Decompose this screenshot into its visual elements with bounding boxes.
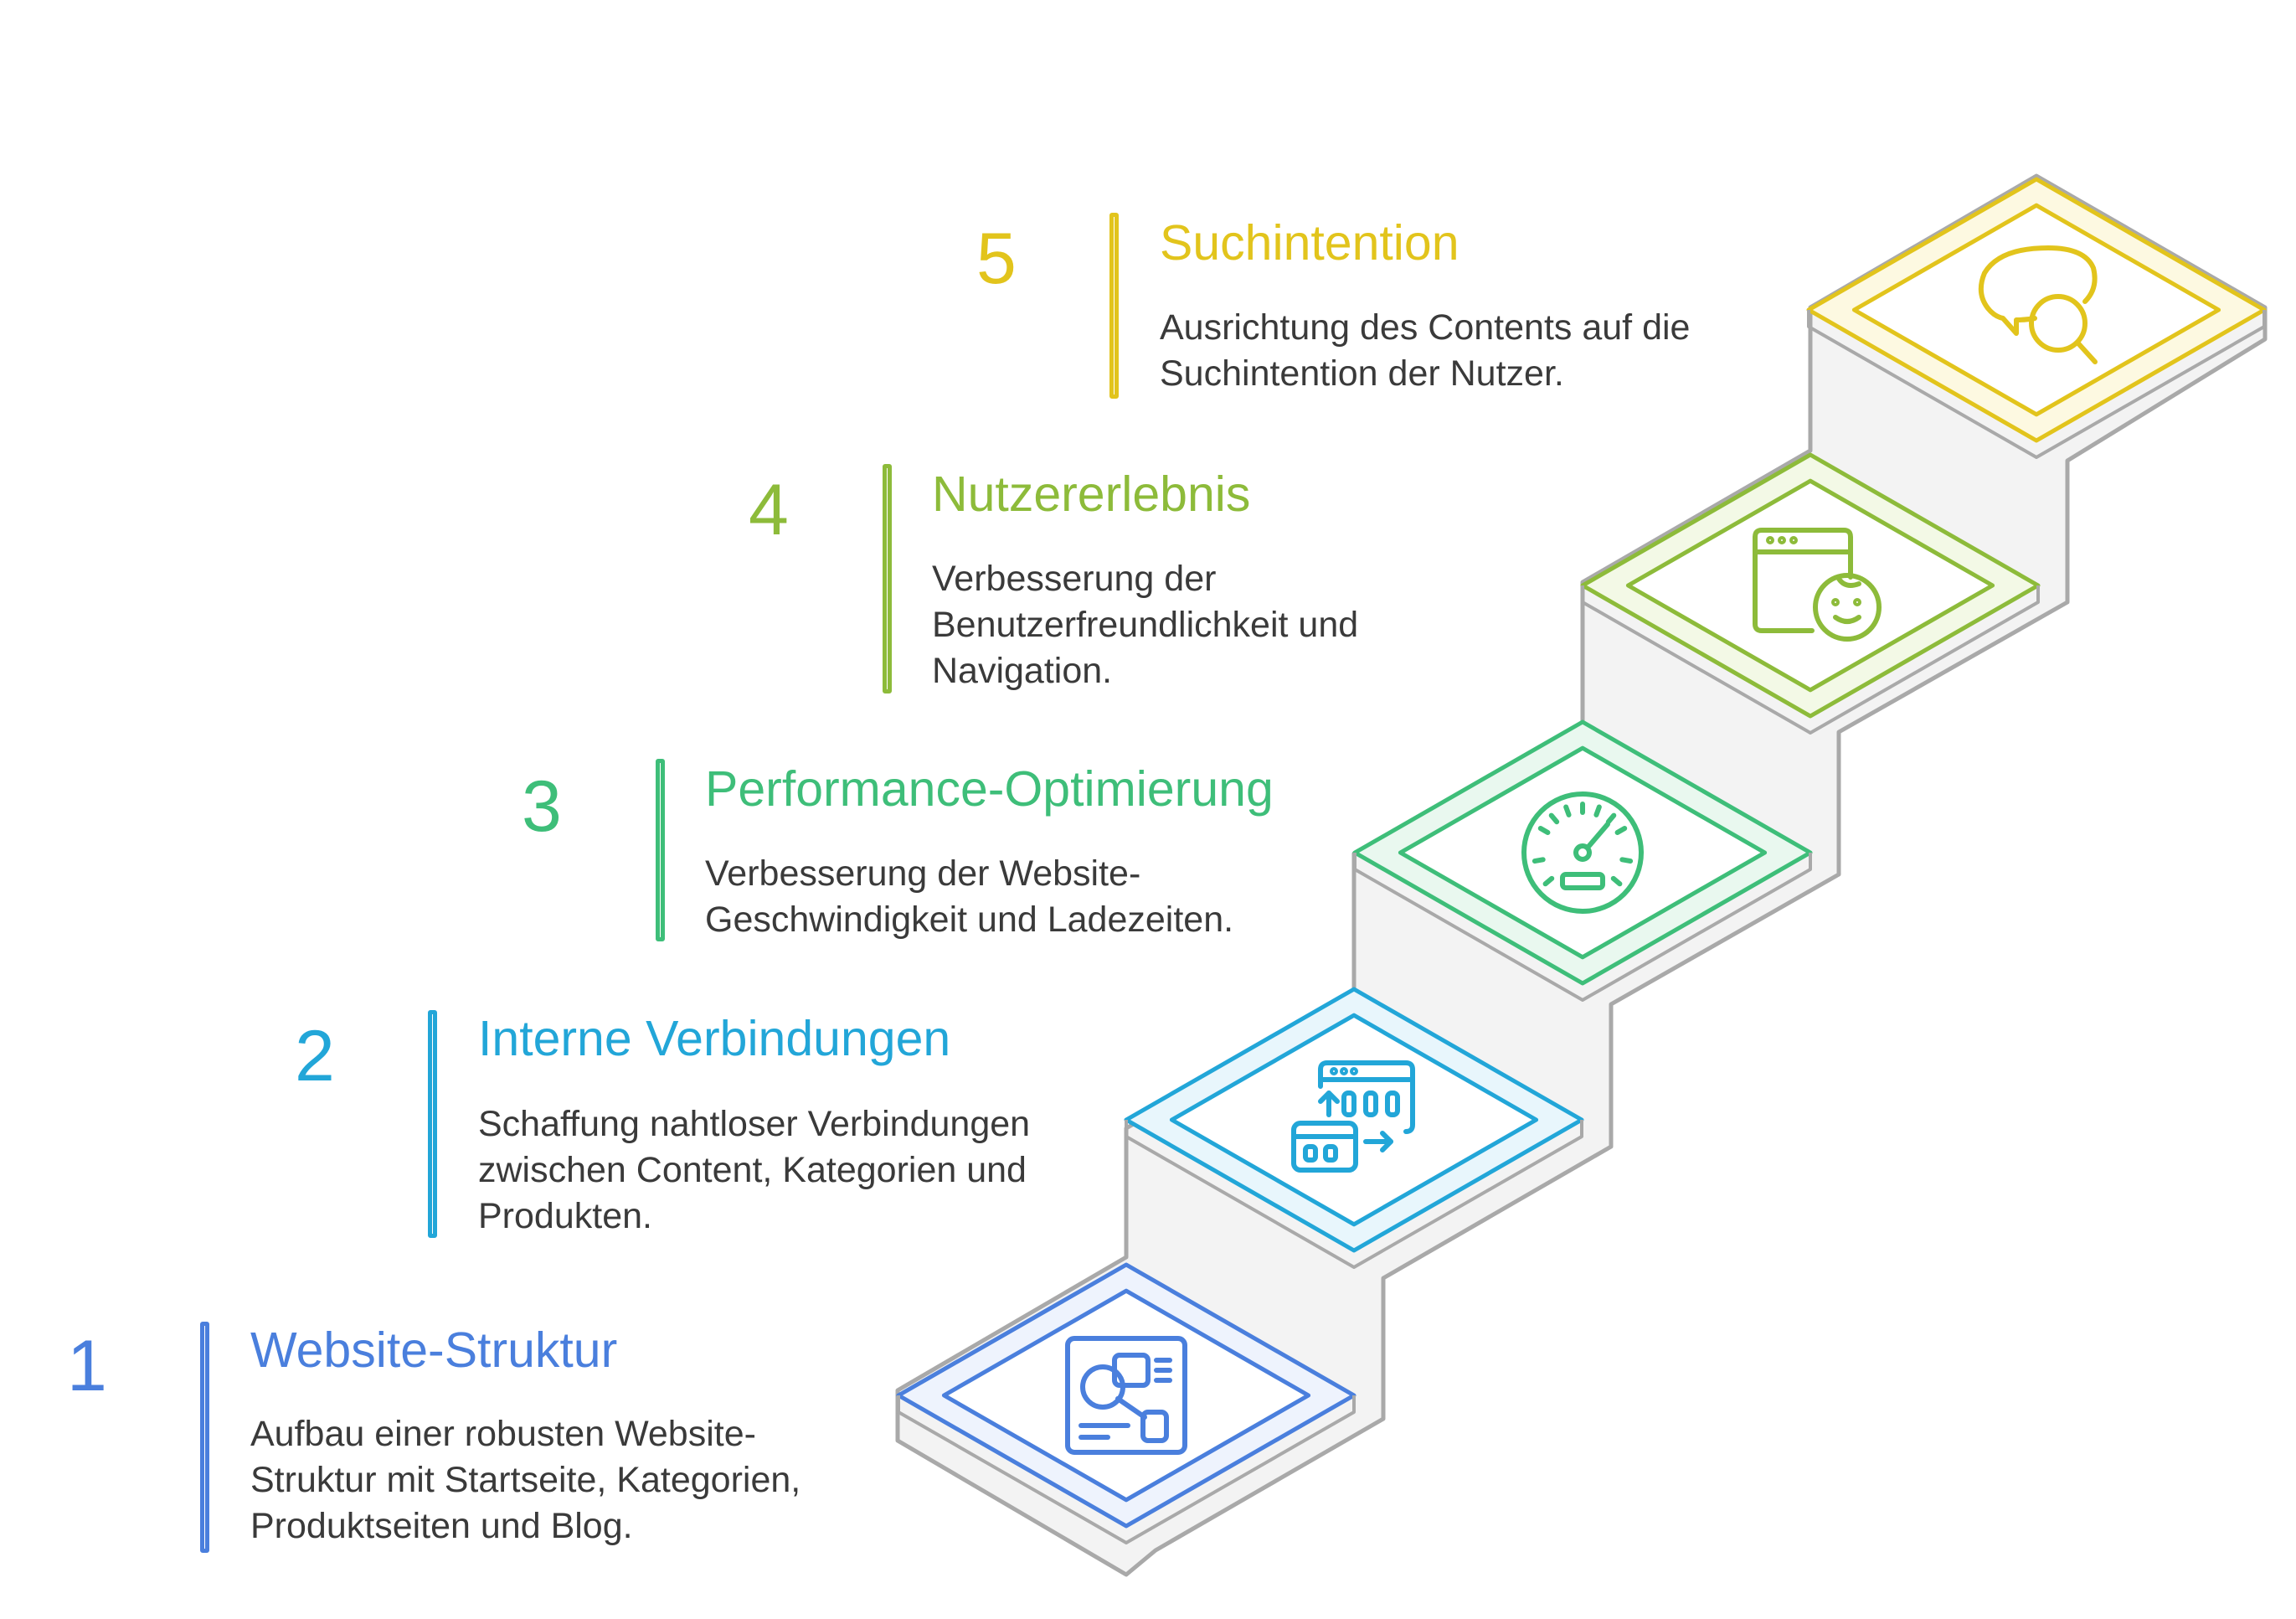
- step-top-inner: [1169, 1013, 1539, 1227]
- step-top-4: [1580, 452, 2041, 735]
- step-top-inner: [1398, 745, 1768, 960]
- step-top-edge: [1125, 1120, 1583, 1269]
- step-number: 2: [295, 1016, 335, 1096]
- speedometer-icon: [1521, 791, 1644, 914]
- step-divider-bar: [200, 1322, 209, 1553]
- step-number: 4: [749, 470, 789, 550]
- internal-links-icon: [1291, 1060, 1415, 1173]
- step-description: Verbesserung der Benutzerfreundlichkeit …: [932, 559, 1359, 691]
- chat-search-icon: [1978, 245, 2098, 364]
- step-title: Suchintention: [1160, 215, 1459, 271]
- step-top-3: [1352, 719, 1813, 1002]
- step-number: 1: [67, 1326, 107, 1406]
- step-number: 5: [976, 219, 1017, 299]
- browser-user-icon: [1753, 528, 1882, 642]
- step-divider-bar: [883, 464, 892, 693]
- sitemap-structure-icon: [1065, 1336, 1187, 1455]
- step-description: Schaffung nahtloser Verbindungen zwische…: [478, 1104, 1031, 1236]
- step-number: 3: [522, 766, 562, 847]
- step-divider-bar: [1109, 213, 1119, 399]
- step-description: Verbesserung der Website-Geschwindigkeit…: [705, 853, 1234, 940]
- step-top-edge: [1581, 585, 2040, 735]
- step-title: Website-Struktur: [250, 1323, 618, 1378]
- step-top-inner: [1625, 478, 1995, 693]
- step-top-edge: [1353, 853, 1812, 1002]
- step-description: Ausrichtung des Contents auf die Suchint…: [1160, 307, 1691, 394]
- step-title: Interne Verbindungen: [478, 1011, 951, 1066]
- step-top-inner: [941, 1288, 1311, 1503]
- step-divider-bar: [428, 1010, 437, 1238]
- step-divider-bar: [656, 759, 665, 941]
- step-icons: [1065, 245, 2098, 1455]
- step-title: Performance-Optimierung: [705, 761, 1274, 817]
- step-top-edge: [1807, 310, 2266, 459]
- step-top-2: [1124, 987, 1584, 1269]
- step-description: Aufbau einer robusten Website-Struktur m…: [250, 1414, 801, 1546]
- step-top-1: [896, 1262, 1356, 1544]
- step-top-edge: [897, 1395, 1356, 1544]
- step-title: Nutzererlebnis: [932, 467, 1251, 522]
